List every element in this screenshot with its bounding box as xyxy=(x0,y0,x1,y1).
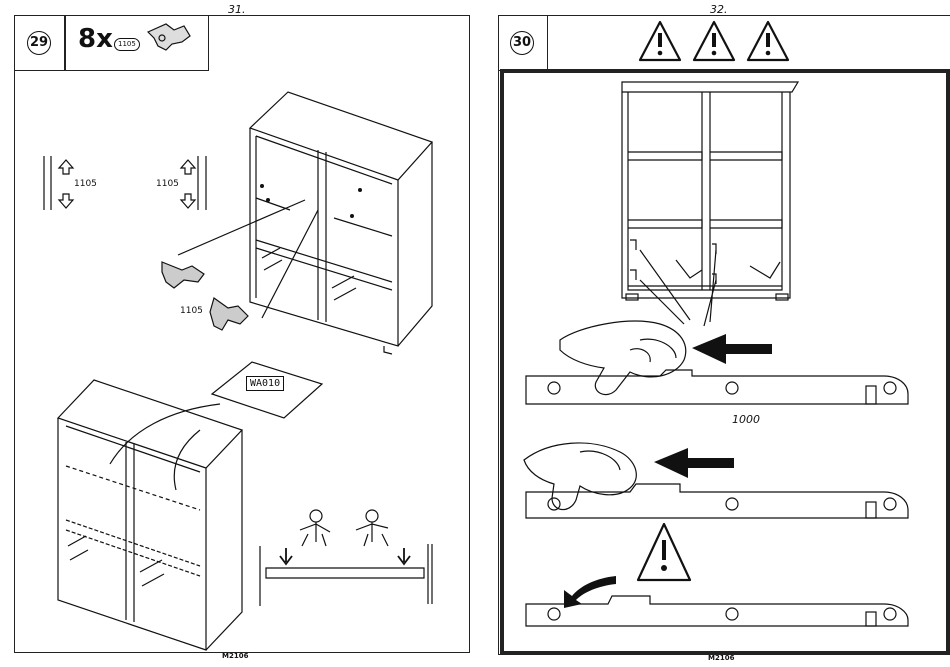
part-label: 1105 xyxy=(180,306,203,316)
page-footer: M2106 xyxy=(708,654,734,662)
page-footer: M2106 xyxy=(222,652,248,660)
panel-code-tag: WA010 xyxy=(246,376,284,391)
connector-part-icon xyxy=(148,24,190,50)
assembly-drawing-step-29 xyxy=(0,0,470,667)
arrow-left-icon xyxy=(692,334,772,364)
right-page: 32. 30 xyxy=(480,0,950,667)
part-label: 1000 xyxy=(732,413,760,426)
hand-icon xyxy=(560,321,686,394)
hand-icon xyxy=(524,443,636,510)
part-label: 1105 xyxy=(156,179,179,189)
part-label: 1105 xyxy=(74,179,97,189)
left-page: 31. 29 8x 1105 xyxy=(0,0,470,667)
assembly-drawing-step-30 xyxy=(480,0,950,667)
arrow-left-icon xyxy=(654,448,734,478)
